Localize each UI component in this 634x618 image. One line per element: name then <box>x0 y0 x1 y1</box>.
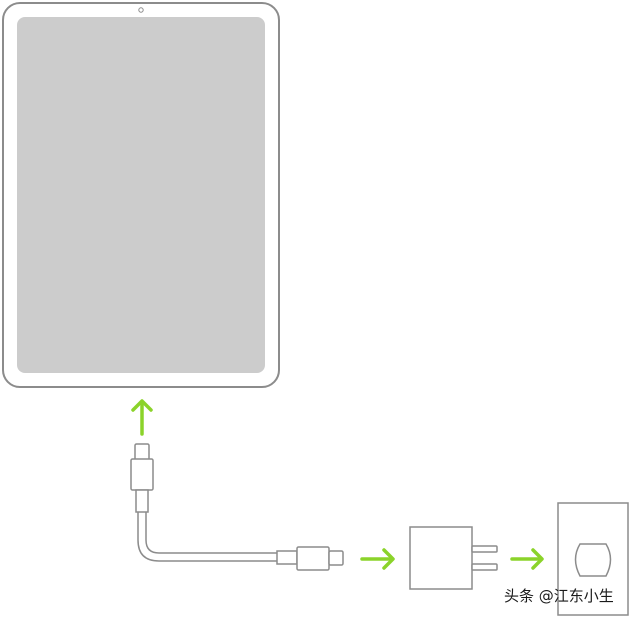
ipad-screen <box>17 17 265 373</box>
usb-c-plug-right-body <box>296 546 330 571</box>
cable-wire <box>137 512 278 562</box>
front-camera <box>138 7 144 13</box>
adapter-prong-bottom <box>471 563 498 571</box>
cable-wire-inner <box>145 512 278 554</box>
strain-relief-top <box>135 489 149 513</box>
arrow-right-icon <box>510 548 544 570</box>
wall-outlet <box>557 502 629 616</box>
arrow-up-icon <box>131 399 153 436</box>
usb-c-plug-top-body <box>130 458 154 491</box>
usb-c-plug-right-tip <box>328 550 344 566</box>
ipad-illustration <box>2 2 280 388</box>
arrow-right-icon <box>360 548 395 570</box>
usb-c-plug-top-tip <box>134 443 150 461</box>
watermark-text: 头条 @江东小生 <box>504 587 614 605</box>
usb-c-cable <box>130 443 344 571</box>
adapter-body <box>409 526 473 590</box>
strain-relief-right <box>276 550 298 565</box>
power-adapter <box>409 526 498 590</box>
adapter-prong-top <box>471 545 498 553</box>
outlet-socket <box>574 543 612 577</box>
